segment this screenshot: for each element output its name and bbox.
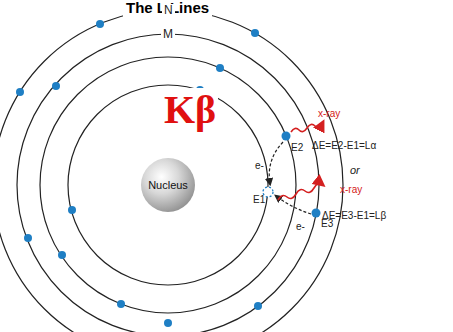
energy-level: E1 <box>253 194 265 205</box>
electron-symbol: e- <box>296 221 305 232</box>
nucleus-label: Nucleus <box>148 179 188 191</box>
xray-label: x-ray <box>340 184 362 195</box>
line-name: Kβ <box>162 88 218 132</box>
xray-label: x-ray <box>318 108 340 119</box>
energy-level: E2 <box>291 142 303 153</box>
energy-equation: ΔE=E2-E1=Lα <box>312 140 376 151</box>
nucleus-sphere: Nucleus <box>141 158 195 212</box>
energy-level: E3 <box>321 218 333 229</box>
shell-label: N <box>162 4 175 17</box>
or-text: or <box>350 164 360 176</box>
electron-symbol: e- <box>255 160 264 171</box>
shell-label: M <box>161 28 175 41</box>
